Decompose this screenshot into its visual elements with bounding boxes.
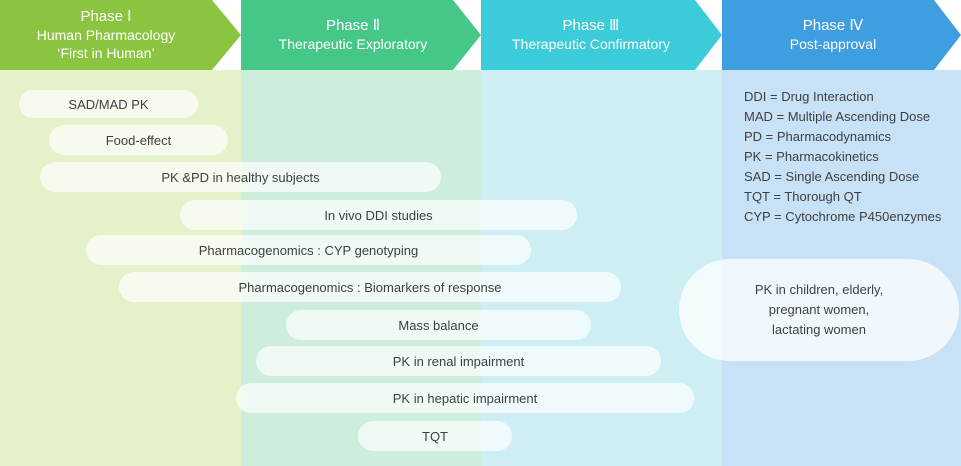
phase-2-arrow	[241, 0, 481, 70]
abbreviation-tqt: TQT = Thorough QT	[744, 189, 862, 204]
study-pk-pd-healthy: PK &PD in healthy subjects	[40, 162, 441, 192]
phase-3-arrow	[481, 0, 722, 70]
phase-1-header: Phase Ⅰ Human Pharmacology ‘First in Hum…	[0, 0, 241, 70]
study-renal-impairment: PK in renal impairment	[256, 346, 661, 376]
abbreviation-pd: PD = Pharmacodynamics	[744, 129, 892, 144]
abbreviation-sad: SAD = Single Ascending Dose	[744, 169, 920, 184]
phase-1-arrow	[0, 0, 241, 70]
study-tqt: TQT	[358, 421, 512, 451]
phase-1-subtitle: Human Pharmacology	[36, 27, 176, 43]
special-populations-line-2: pregnant women,	[768, 302, 870, 317]
special-populations-bubble: PK in children, elderly, pregnant women,…	[679, 259, 959, 361]
phase-1-tagline: ‘First in Human’	[57, 45, 155, 61]
phase-2-subtitle: Therapeutic Exploratory	[278, 36, 428, 52]
abbreviation-mad: MAD = Multiple Ascending Dose	[744, 109, 931, 124]
study-pgx-cyp-genotyping: Pharmacogenomics : CYP genotyping	[86, 235, 531, 265]
study-pgx-biomarkers: Pharmacogenomics : Biomarkers of respons…	[119, 272, 621, 302]
special-populations-line-3: lactating women	[772, 322, 866, 337]
abbreviation-list: DDI = Drug Interaction MAD = Multiple As…	[744, 87, 956, 227]
phase-4-name: Phase Ⅳ	[802, 17, 864, 34]
study-in-vivo-ddi: In vivo DDI studies	[180, 200, 577, 230]
study-hepatic-impairment: PK in hepatic impairment	[236, 383, 694, 413]
phase-3-subtitle: Therapeutic Confirmatory	[512, 36, 670, 52]
phase-2-name: Phase Ⅱ	[325, 17, 381, 34]
phase-4-subtitle: Post-approval	[789, 36, 877, 52]
phase-2-header: Phase Ⅱ Therapeutic Exploratory	[241, 0, 481, 70]
special-populations-line-1: PK in children, elderly,	[754, 282, 884, 297]
abbreviation-pk: PK = Pharmacokinetics	[744, 149, 879, 164]
study-sad-mad-pk: SAD/MAD PK	[19, 90, 198, 118]
phase-4-arrow	[722, 0, 961, 70]
phase-3-header: Phase Ⅲ Therapeutic Confirmatory	[481, 0, 722, 70]
study-food-effect: Food-effect	[49, 125, 228, 155]
abbreviation-cyp: CYP = Cytochrome P450enzymes	[744, 209, 942, 224]
abbreviation-ddi: DDI = Drug Interaction	[744, 89, 874, 104]
phase-4-header: Phase Ⅳ Post-approval	[722, 0, 961, 70]
phase-3-name: Phase Ⅲ	[562, 17, 620, 34]
study-mass-balance: Mass balance	[286, 310, 591, 340]
phase-1-name: Phase Ⅰ	[80, 8, 132, 25]
